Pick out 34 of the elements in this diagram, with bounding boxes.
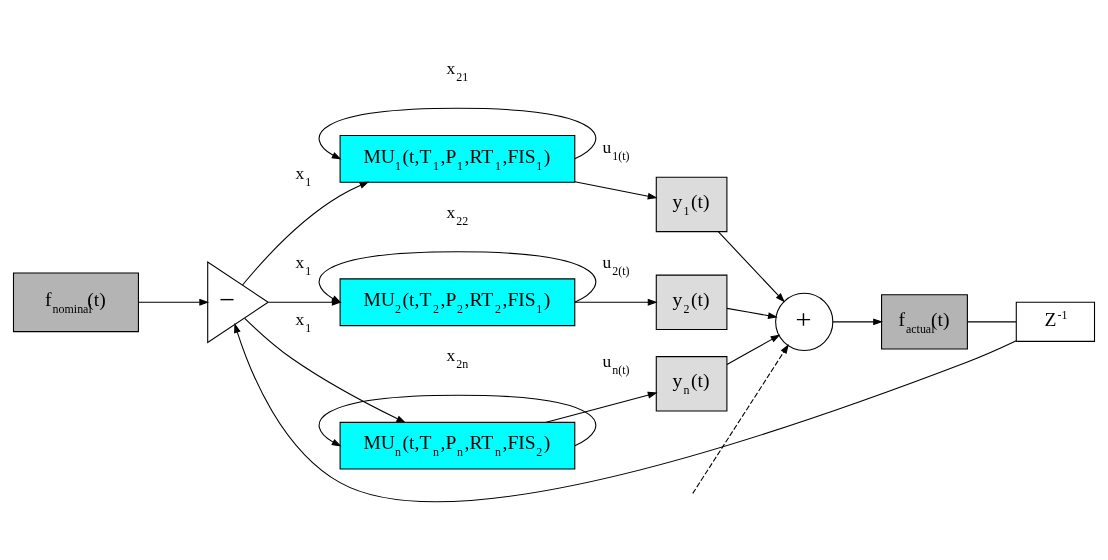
edge-label: x$_{1}$	[295, 253, 312, 279]
edge-label: x$_{1}$	[295, 164, 312, 190]
arrow	[234, 323, 1017, 502]
arrow	[574, 298, 658, 306]
node-box: y$_{2}$(t)	[655, 274, 728, 330]
arrow	[574, 181, 658, 200]
node-box: MU$_{1}$(t,T$_{1}$,P$_{1}$,RT$_{1}$,FIS$_{1}$)	[339, 134, 576, 183]
arrow	[692, 344, 789, 494]
edge-label: u$_{2(t)}$	[602, 253, 630, 279]
node-box: Z$^{-1}$	[1015, 301, 1096, 342]
edge-label: x$_{2n}$	[446, 346, 469, 372]
arrow	[717, 231, 785, 303]
arrow	[318, 394, 597, 447]
arrow	[318, 251, 597, 303]
edge-label: u$_{n(t)}$	[602, 352, 630, 378]
arrow	[726, 307, 778, 319]
node-box: f$_{nominal}$(t)	[12, 272, 139, 333]
node-box: y$_{n}$(t)	[655, 356, 728, 412]
arrow	[138, 298, 210, 306]
node-box: y$_{1}$(t)	[655, 176, 728, 233]
arrow	[832, 318, 883, 326]
edge-label: u$_{1(t)}$	[602, 138, 630, 164]
edge-label: x$_{21}$	[446, 59, 469, 85]
arrow	[545, 391, 658, 423]
arrow	[242, 181, 370, 286]
node-box: f$_{actual}$(t)	[881, 294, 968, 350]
node-box: MU$_{2}$(t,T$_{2}$,P$_{2}$,RT$_{2}$,FIS$_{1}$)	[339, 278, 576, 327]
edge-label: x$_{1}$	[295, 309, 312, 335]
connector	[967, 321, 1017, 323]
edge-label: x$_{22}$	[446, 202, 469, 228]
arrow	[318, 107, 597, 160]
arrow	[726, 334, 781, 366]
node-box: MU$_{n}$(t,T$_{n}$,P$_{n}$,RT$_{n}$,FIS$_{2}$)	[339, 421, 576, 470]
arrow	[244, 317, 407, 423]
